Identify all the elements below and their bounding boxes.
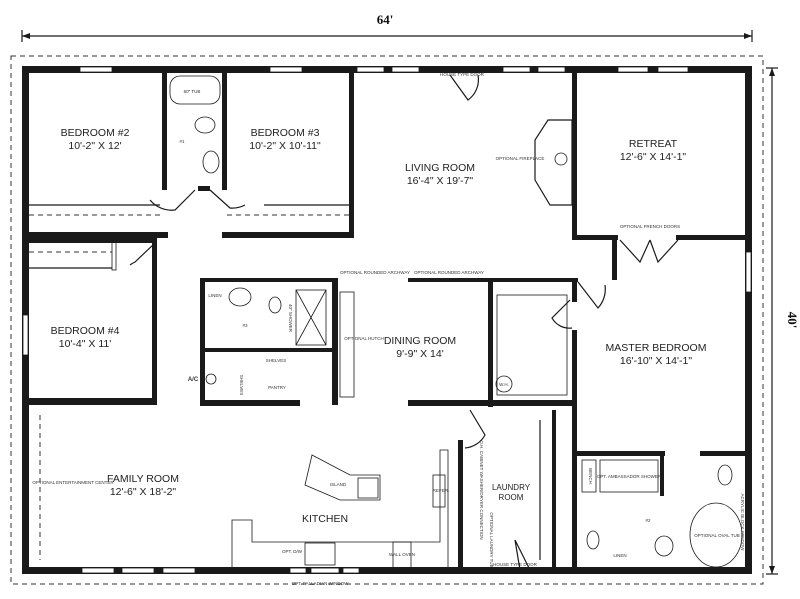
hutch [339, 291, 355, 398]
laundry-tub-label: OPTIONAL LAUNDRY TUB [489, 512, 494, 567]
archway-label-1: OPTIONAL ROUNDED ARCHWAY [340, 270, 410, 275]
fireplace-icon [534, 119, 573, 206]
doors [129, 74, 679, 571]
retreat-size: 12'-6" X 14'-1" [620, 151, 687, 163]
linen-label-1: LINEN [208, 293, 221, 298]
sink-icon [304, 542, 336, 566]
dining-name: DINING ROOM [384, 335, 456, 347]
property-outline [10, 55, 764, 585]
wall-oven [392, 541, 412, 569]
wh-label: W.H. [499, 382, 509, 387]
bedroom4-size: 10'-4" X 11' [59, 338, 112, 350]
house-door-top-label: HOUSE TYPE DOOR [440, 72, 484, 77]
bedroom2-name: BEDROOM #2 [61, 127, 130, 139]
bath1-label: #1 [179, 139, 185, 144]
laundry-name: LAUNDRY [492, 483, 531, 492]
width-dimension: 64' [21, 12, 753, 42]
bath2-label: #2 [645, 518, 651, 523]
width-label: 64' [377, 12, 394, 27]
living-name: LIVING ROOM [405, 162, 475, 174]
oval-tub-icon [689, 502, 743, 568]
shelves-label-1: SHELVES [266, 358, 286, 363]
bedroom3-size: 10'-2" X 10'-11" [249, 140, 321, 152]
kitchen-counter [231, 449, 449, 569]
family-size: 12'-6" X 18'-2" [110, 486, 177, 498]
bathtub-icon [169, 75, 221, 105]
living-size: 16'-4" X 19'-7" [407, 175, 474, 187]
fixtures [169, 75, 743, 569]
depth-dimension: 40' [766, 67, 800, 575]
archway-label-2: OPTIONAL ROUNDED ARCHWAY [414, 270, 484, 275]
master-size: 16'-10" X 14'-1" [620, 355, 692, 367]
laundry-name-2: ROOM [499, 493, 524, 502]
linen-label-2: LINEN [613, 553, 626, 558]
retreat-name: RETREAT [629, 138, 678, 150]
toilet-icon [194, 116, 216, 134]
shower-icon [295, 289, 327, 346]
sink-icon [202, 150, 220, 174]
bath3-label: #3 [242, 323, 248, 328]
kitchen-island [304, 454, 381, 501]
oval-tub-label: OPTIONAL OVAL TUB [694, 533, 740, 538]
acrylic-window-label: ACRYLIC BLOCK WINDOW [740, 494, 745, 552]
french-doors-label: OPTIONAL FRENCH DOORS [620, 224, 680, 229]
refer-label: REFER. [433, 488, 450, 493]
refrigerator [432, 474, 446, 508]
bench-label: BENCH [588, 468, 593, 484]
interior-walls [22, 70, 752, 574]
pantry-label: PANTRY [268, 385, 286, 390]
tub-label: 60" TUB [184, 89, 201, 94]
dining-size: 9'-9" X 14' [396, 348, 443, 360]
shelves-label-2: SHELVES [239, 375, 244, 395]
house-door-bottom-label: HOUSE TYPE DOOR [493, 562, 537, 567]
washer-label: O.H. CABINET WASHER/DRYER CONNECTION [479, 440, 484, 539]
bedroom4-name: BEDROOM #4 [51, 325, 120, 337]
shower40-label: 40" SHOWER [288, 304, 293, 333]
fireplace-label: OPTIONAL FIREPLACE [496, 156, 545, 161]
exterior-walls [22, 66, 752, 574]
depth-label: 40' [785, 312, 800, 329]
bedroom2-size: 10'-2" X 12' [68, 140, 121, 152]
dw-label: OPT. D/W [282, 549, 303, 554]
family-name: FAMILY ROOM [107, 473, 179, 485]
water-heater-icon [495, 375, 513, 393]
ambassador-label: OPT. AMBASSADOR SHOWER [597, 474, 662, 479]
wall-oven-label: WALL OVEN [389, 552, 415, 557]
kitchen-name: KITCHEN [302, 513, 348, 525]
island-label: ISLAND [330, 482, 347, 487]
master-name: MASTER BEDROOM [606, 342, 707, 354]
bedroom3-name: BEDROOM #3 [251, 127, 320, 139]
palladian-label: OPT. PALLADIAN WINDOW [292, 581, 349, 586]
entertainment-label: OPTIONAL ENTERTAINMENT CENTER [32, 480, 114, 485]
ac-icon [205, 373, 217, 385]
shower-icon [599, 459, 659, 493]
hutch-label: OPTIONAL HUTCH [344, 336, 384, 341]
ac-label: A/C [188, 377, 199, 383]
closets [29, 204, 568, 560]
